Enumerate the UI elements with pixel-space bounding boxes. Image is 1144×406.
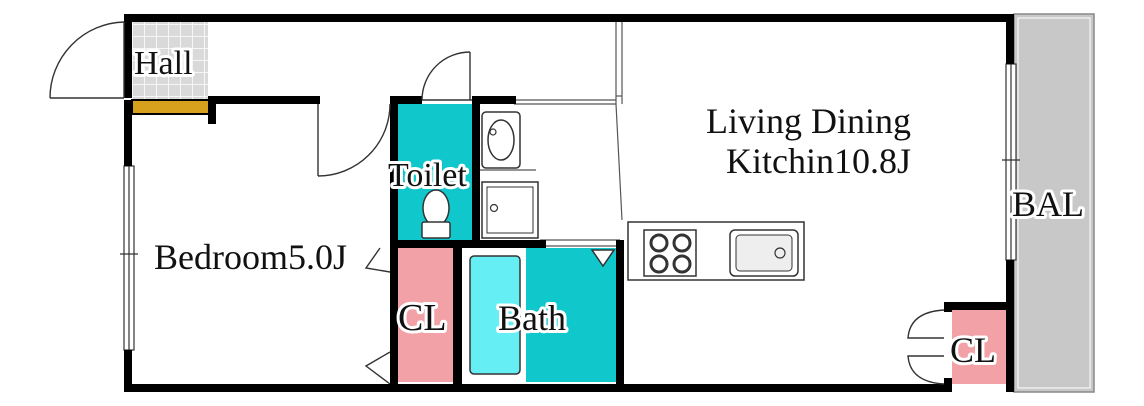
thin-lines — [476, 22, 623, 247]
bathroom — [462, 248, 620, 382]
bathtub — [469, 255, 521, 375]
doors — [49, 21, 945, 385]
closet-right-label: CL — [950, 330, 996, 370]
toilet-fixture — [421, 189, 451, 239]
bedroom-label: Bedroom5.0J — [154, 237, 347, 277]
balcony-label: BAL — [1012, 184, 1084, 224]
living-label-line1: Living Dining — [706, 101, 911, 141]
balcony — [1013, 13, 1095, 393]
kitchen-counter — [627, 221, 805, 281]
left-closet — [398, 248, 453, 382]
washbasin — [481, 111, 521, 169]
living-label-line2: Kitchin10.8J — [726, 141, 911, 181]
toilet-label: Toilet — [388, 157, 467, 194]
washing-machine-pan — [481, 181, 539, 239]
kitchen-sink — [729, 229, 799, 277]
bath-label: Bath — [498, 298, 566, 338]
closet-left-label: CL — [398, 297, 447, 339]
stove — [643, 229, 697, 277]
right-closet — [952, 310, 1006, 384]
hall-label: Hall — [134, 45, 193, 82]
walls — [124, 14, 1014, 392]
hall-entry — [131, 20, 215, 115]
